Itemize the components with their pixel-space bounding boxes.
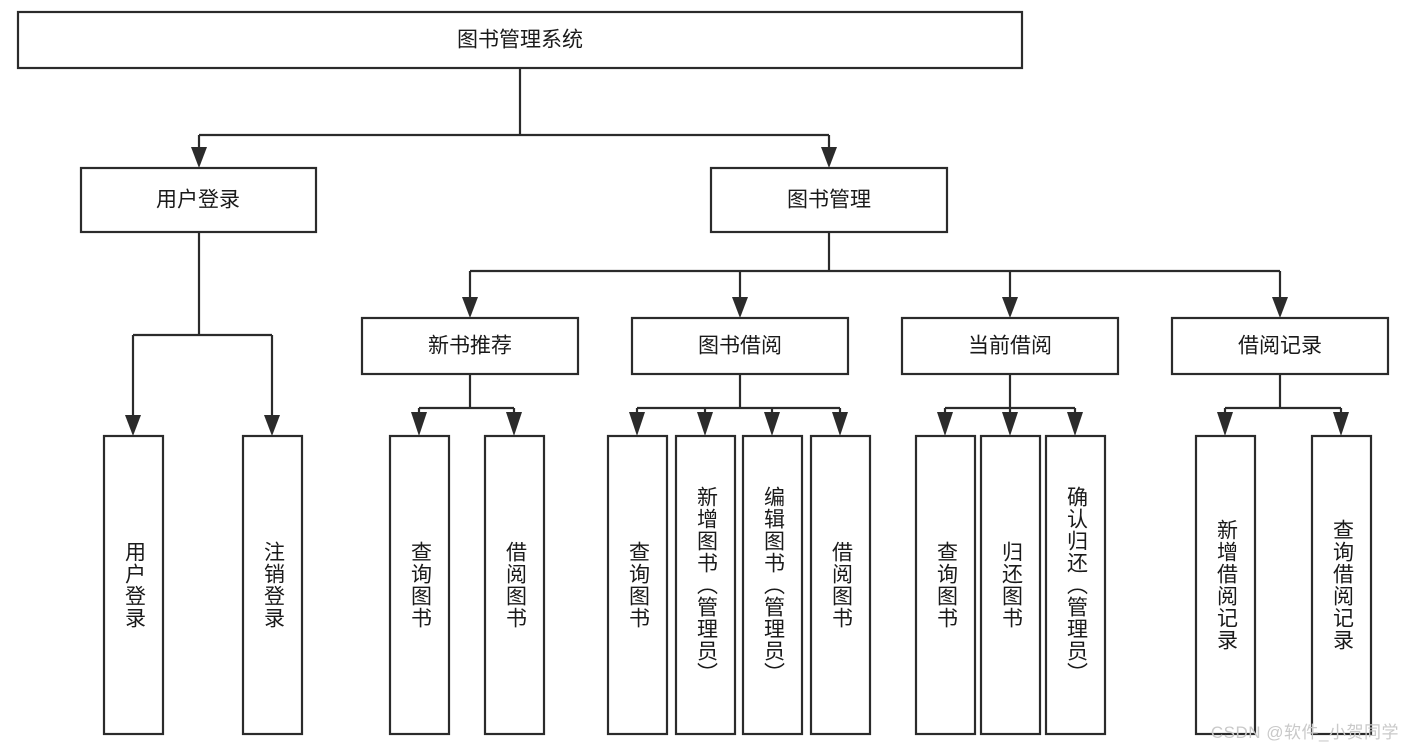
node-book-management-label: 图书管理 [787,189,871,212]
leaf-query-borrow-record[interactable]: 查询借阅记录 [1310,434,1373,736]
leaf-query-book-2[interactable]: 查询图书 [606,434,669,736]
leaf-logout-box[interactable] [241,434,304,736]
leaf-query-book-1[interactable]: 查询图书 [388,434,451,736]
leaf-confirm-return-admin-box[interactable] [1044,434,1107,736]
leaf-edit-book-admin[interactable]: 编辑图书（管理员） [741,434,804,736]
arrow-head-leaf5 [629,412,645,436]
leaf-return-book-label: 归还图书 [999,541,1023,629]
arrow-head-leaf12 [1217,412,1233,436]
leaf-user-login-box[interactable] [102,434,165,736]
leaf-logout[interactable]: 注销登录 [241,434,304,736]
arrow-head-leaf11 [1067,412,1083,436]
leaf-query-borrow-record-box[interactable] [1310,434,1373,736]
leaf-return-book-box[interactable] [979,434,1042,736]
node-user-login-label: 用户登录 [156,189,240,212]
node-book-borrow[interactable]: 图书借阅 [630,316,850,376]
leaf-borrow-book-2-label: 借阅图书 [829,541,853,629]
node-user-login-box[interactable] [79,166,318,234]
node-root-label: 图书管理系统 [457,29,583,52]
node-borrow-records[interactable]: 借阅记录 [1170,316,1390,376]
arrow-head-leaf7 [764,412,780,436]
leaf-return-book[interactable]: 归还图书 [979,434,1042,736]
leaf-edit-book-admin-label: 编辑图书（管理员） [761,486,785,684]
node-current-borrow[interactable]: 当前借阅 [900,316,1120,376]
arrow-head-leaf6 [697,412,713,436]
leaf-query-book-1-box[interactable] [388,434,451,736]
leaf-add-book-admin-label: 新增图书（管理员） [694,486,718,684]
arrow-head-borrow [732,297,748,318]
leaf-logout-label: 注销登录 [261,541,285,629]
leaf-add-borrow-record-box[interactable] [1194,434,1257,736]
leaf-edit-book-admin-box[interactable] [741,434,804,736]
leaf-query-book-2-box[interactable] [606,434,669,736]
leaf-add-borrow-record[interactable]: 新增借阅记录 [1194,434,1257,736]
leaf-borrow-book-1-label: 借阅图书 [503,541,527,629]
leaf-query-book-3[interactable]: 查询图书 [914,434,977,736]
leaf-query-book-2-label: 查询图书 [626,541,650,629]
leaf-confirm-return-admin-label: 确认归还（管理员） [1064,486,1088,684]
node-current-borrow-label: 当前借阅 [968,335,1052,358]
node-root[interactable]: 图书管理系统 [16,10,1024,70]
leaf-borrow-book-1[interactable]: 借阅图书 [483,434,546,736]
leaf-borrow-book-2-box[interactable] [809,434,872,736]
node-user-login[interactable]: 用户登录 [79,166,318,234]
node-new-book-recommend[interactable]: 新书推荐 [360,316,580,376]
node-layer: 图书管理系统 用户登录 图书管理 新书推荐 图书借阅 当前 [16,10,1390,736]
leaf-user-login[interactable]: 用户登录 [102,434,165,736]
leaf-add-book-admin[interactable]: 新增图书（管理员） [674,434,737,736]
arrow-head-leaf10 [1002,412,1018,436]
node-book-management-box[interactable] [709,166,949,234]
arrow-head-user-login [191,147,207,168]
arrow-head-current [1002,297,1018,318]
node-borrow-records-box[interactable] [1170,316,1390,376]
arrow-head-book-mgmt [821,147,837,168]
node-root-box[interactable] [16,10,1024,70]
leaf-add-borrow-record-label: 新增借阅记录 [1214,519,1238,651]
leaf-borrow-book-1-box[interactable] [483,434,546,736]
node-book-borrow-label: 图书借阅 [698,335,782,358]
leaf-query-book-3-label: 查询图书 [934,541,958,629]
arrow-head-leaf2 [264,415,280,436]
arrow-head-leaf9 [937,412,953,436]
arrow-head-leaf1 [125,415,141,436]
node-new-book-recommend-label: 新书推荐 [428,335,512,358]
leaf-user-login-label: 用户登录 [122,541,146,629]
connector-layer [125,68,1349,436]
node-current-borrow-box[interactable] [900,316,1120,376]
leaf-query-borrow-record-label: 查询借阅记录 [1330,519,1354,651]
leaf-query-book-1-label: 查询图书 [408,541,432,629]
node-book-management[interactable]: 图书管理 [709,166,949,234]
leaf-query-book-3-box[interactable] [914,434,977,736]
node-book-borrow-box[interactable] [630,316,850,376]
arrow-head-leaf13 [1333,412,1349,436]
leaf-confirm-return-admin[interactable]: 确认归还（管理员） [1044,434,1107,736]
arrow-head-leaf3 [411,412,427,436]
arrow-head-records [1272,297,1288,318]
node-borrow-records-label: 借阅记录 [1238,335,1322,358]
leaf-borrow-book-2[interactable]: 借阅图书 [809,434,872,736]
arrow-head-newbook [462,297,478,318]
node-new-book-recommend-box[interactable] [360,316,580,376]
arrow-head-leaf8 [832,412,848,436]
leaf-add-book-admin-box[interactable] [674,434,737,736]
arrow-head-leaf4 [506,412,522,436]
